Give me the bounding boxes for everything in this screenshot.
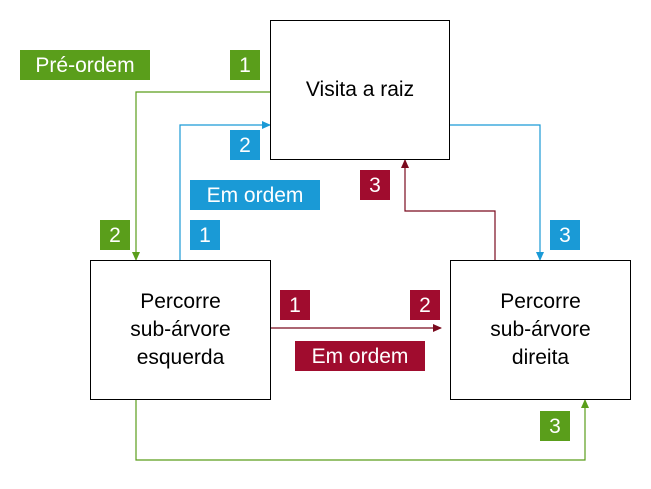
- node-left-line-1: Percorre: [140, 290, 221, 313]
- step-preorder-1: 1: [230, 50, 260, 80]
- edge-preorder-root-to-left: [132, 91, 270, 261]
- step-inorder-2: 2: [230, 130, 260, 160]
- node-visit-root-label: Visita a raiz: [305, 78, 415, 101]
- step-preorder-3: 3: [540, 411, 570, 441]
- node-left-subtree: Percorre sub-árvore esquerda: [90, 260, 271, 400]
- step-inorder-1: 1: [190, 220, 220, 250]
- node-right-line-2: sub-árvore: [490, 318, 591, 341]
- step-postorder-1: 1: [280, 290, 310, 320]
- node-visit-root: Visita a raiz: [270, 20, 450, 160]
- label-preorder: Pré-ordem: [20, 50, 150, 80]
- label-postorder: Em ordem: [295, 341, 425, 371]
- node-left-line-2: sub-árvore: [130, 318, 231, 341]
- edge-inorder-left-to-root: [179, 121, 271, 260]
- edge-inorder-root-to-right: [450, 124, 544, 261]
- node-right-line-3: direita: [511, 346, 570, 369]
- label-inorder: Em ordem: [190, 180, 320, 210]
- step-postorder-3: 3: [360, 170, 390, 200]
- node-left-line-3: esquerda: [136, 346, 225, 369]
- step-inorder-3: 3: [550, 220, 580, 250]
- step-postorder-2: 2: [410, 290, 440, 320]
- step-preorder-2: 2: [100, 220, 130, 250]
- node-right-line-1: Percorre: [500, 290, 581, 313]
- edge-postorder-right-to-root: [401, 159, 496, 260]
- edge-preorder-left-to-right: [135, 399, 589, 461]
- node-right-subtree: Percorre sub-árvore direita: [450, 260, 631, 400]
